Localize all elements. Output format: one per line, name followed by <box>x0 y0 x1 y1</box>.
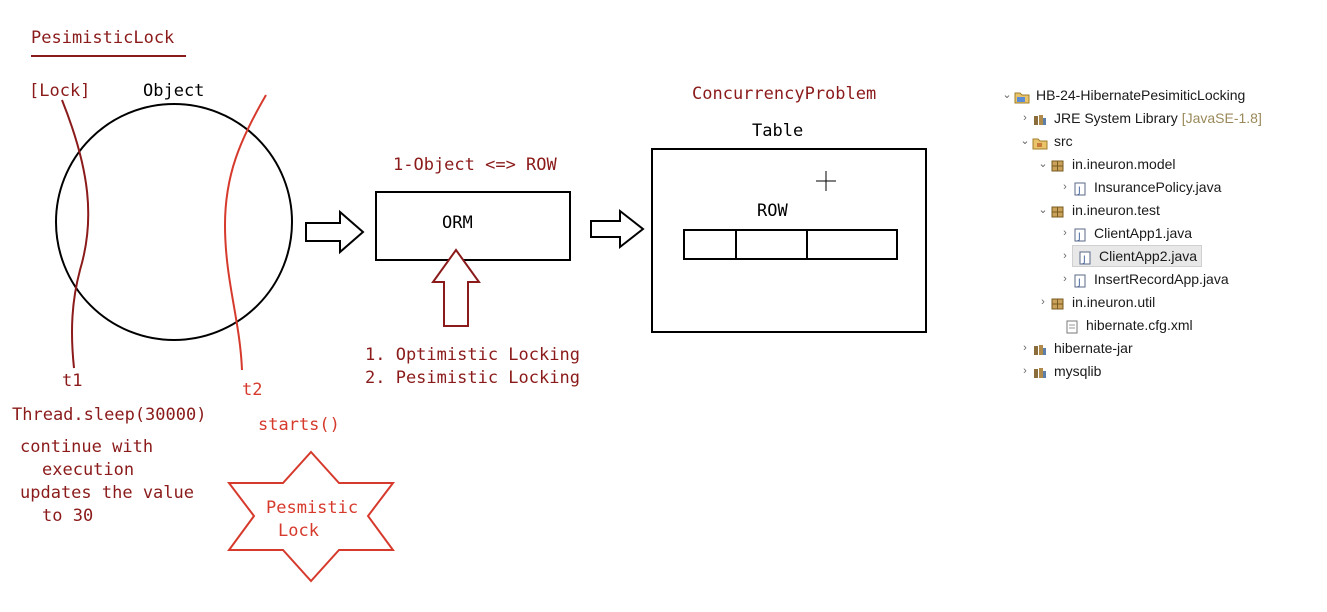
chevron-right-icon[interactable]: › <box>1041 296 1045 308</box>
tree-item-package-util[interactable]: › in.ineuron.util <box>1036 291 1155 313</box>
package-icon <box>1050 295 1066 310</box>
chevron-down-icon[interactable]: ⌄ <box>1020 135 1030 147</box>
library-icon <box>1032 364 1048 378</box>
project-name: HB-24-HibernatePesimiticLocking <box>1036 87 1246 103</box>
chevron-right-icon[interactable]: › <box>1023 342 1027 354</box>
chevron-down-icon[interactable]: ⌄ <box>1038 158 1048 170</box>
t2-label: t2 <box>242 380 263 400</box>
package-util-label: in.ineuron.util <box>1072 294 1156 310</box>
continue-line-3: updates the value <box>20 483 194 503</box>
selected-item-highlight[interactable]: J ClientApp2.java <box>1072 245 1203 267</box>
thread-sleep-label: Thread.sleep(30000) <box>12 405 207 425</box>
svg-text:J: J <box>1077 232 1081 242</box>
page-title: PesimisticLock <box>31 28 175 48</box>
tree-item-client-app2[interactable]: › J ClientApp2.java <box>1058 245 1203 267</box>
tree-item-mysqlib[interactable]: › mysqlib <box>1018 360 1101 382</box>
orm-label: ORM <box>442 213 473 233</box>
tree-item-insert-record-app[interactable]: › J InsertRecordApp.java <box>1058 268 1229 290</box>
crosshair-cursor-icon <box>816 171 836 191</box>
chevron-right-icon[interactable]: › <box>1023 365 1027 377</box>
concurrency-problem-label: ConcurrencyProblem <box>692 84 877 104</box>
locking-option-1: 1. Optimistic Locking <box>365 345 580 365</box>
package-test-label: in.ineuron.test <box>1072 202 1160 218</box>
java-file-icon: J <box>1077 249 1093 265</box>
lib-hibernate-jar-label: hibernate-jar <box>1054 340 1133 356</box>
chevron-right-icon[interactable]: › <box>1063 181 1067 193</box>
continue-line-2: execution <box>42 460 135 480</box>
lock-label: [Lock] <box>29 81 91 101</box>
tree-item-client-app1[interactable]: › J ClientApp1.java <box>1058 222 1192 244</box>
pessimistic-lock-star <box>226 450 396 583</box>
package-model-label: in.ineuron.model <box>1072 156 1176 172</box>
java-file-icon: J <box>1072 226 1088 242</box>
star-label-line-2: Lock <box>278 521 319 541</box>
chevron-right-icon[interactable]: › <box>1063 227 1067 239</box>
tree-item-jre[interactable]: › JRE System Library [JavaSE-1.8] <box>1018 107 1262 129</box>
tree-item-hibernate-cfg[interactable]: hibernate.cfg.xml <box>1050 314 1193 336</box>
tree-item-hibernate-jar[interactable]: › hibernate-jar <box>1018 337 1133 359</box>
project-folder-icon <box>1014 88 1030 104</box>
object-circle <box>55 103 293 341</box>
file-insurance-policy-label: InsurancePolicy.java <box>1094 179 1222 195</box>
tree-item-src[interactable]: ⌄ src <box>1018 130 1073 152</box>
t1-label: t1 <box>62 371 83 391</box>
file-hibernate-cfg-label: hibernate.cfg.xml <box>1086 317 1193 333</box>
arrow-to-table <box>590 208 645 250</box>
java-file-icon: J <box>1072 180 1088 196</box>
file-client-app1-label: ClientApp1.java <box>1094 225 1193 241</box>
tree-item-package-test[interactable]: ⌄ in.ineuron.test <box>1036 199 1160 221</box>
chevron-right-icon[interactable]: › <box>1063 250 1067 262</box>
file-insert-record-app-label: InsertRecordApp.java <box>1094 271 1229 287</box>
lib-mysqlib-label: mysqlib <box>1054 363 1102 379</box>
library-icon <box>1032 341 1048 355</box>
row-label: ROW <box>757 201 788 221</box>
thread-t2-line <box>223 94 267 371</box>
orm-box <box>375 191 571 261</box>
continue-line-1: continue with <box>20 437 154 457</box>
chevron-right-icon[interactable]: › <box>1063 273 1067 285</box>
src-label: src <box>1054 133 1073 149</box>
tree-item-project[interactable]: ⌄ HB-24-HibernatePesimiticLocking <box>1000 84 1245 106</box>
thread-t1-line <box>61 99 90 369</box>
svg-text:J: J <box>1077 278 1081 288</box>
source-folder-icon <box>1032 134 1048 150</box>
svg-text:J: J <box>1082 255 1086 265</box>
xml-file-icon <box>1064 318 1080 334</box>
continue-line-4: to 30 <box>42 506 94 526</box>
star-label-line-1: Pesmistic <box>266 498 359 518</box>
tree-item-insurance-policy[interactable]: › J InsurancePolicy.java <box>1058 176 1221 198</box>
svg-text:J: J <box>1077 186 1081 196</box>
jre-version: [JavaSE-1.8] <box>1181 110 1262 126</box>
package-icon <box>1050 203 1066 218</box>
starts-label: starts() <box>258 415 340 435</box>
locking-up-arrow <box>431 248 481 327</box>
chevron-down-icon[interactable]: ⌄ <box>1002 89 1012 101</box>
row-cells <box>683 229 898 260</box>
tree-item-package-model[interactable]: ⌄ in.ineuron.model <box>1036 153 1176 175</box>
java-file-icon: J <box>1072 272 1088 288</box>
table-label: Table <box>752 121 804 141</box>
jre-label: JRE System Library <box>1054 110 1178 126</box>
file-client-app2-label: ClientApp2.java <box>1099 248 1198 264</box>
object-row-mapping-label: 1-Object <=> ROW <box>393 155 557 175</box>
arrow-to-orm <box>305 209 365 255</box>
object-label: Object <box>143 81 205 101</box>
chevron-down-icon[interactable]: ⌄ <box>1038 204 1048 216</box>
package-icon <box>1050 157 1066 172</box>
library-icon <box>1032 111 1048 125</box>
locking-option-2: 2. Pesimistic Locking <box>365 368 580 388</box>
chevron-right-icon[interactable]: › <box>1023 112 1027 124</box>
